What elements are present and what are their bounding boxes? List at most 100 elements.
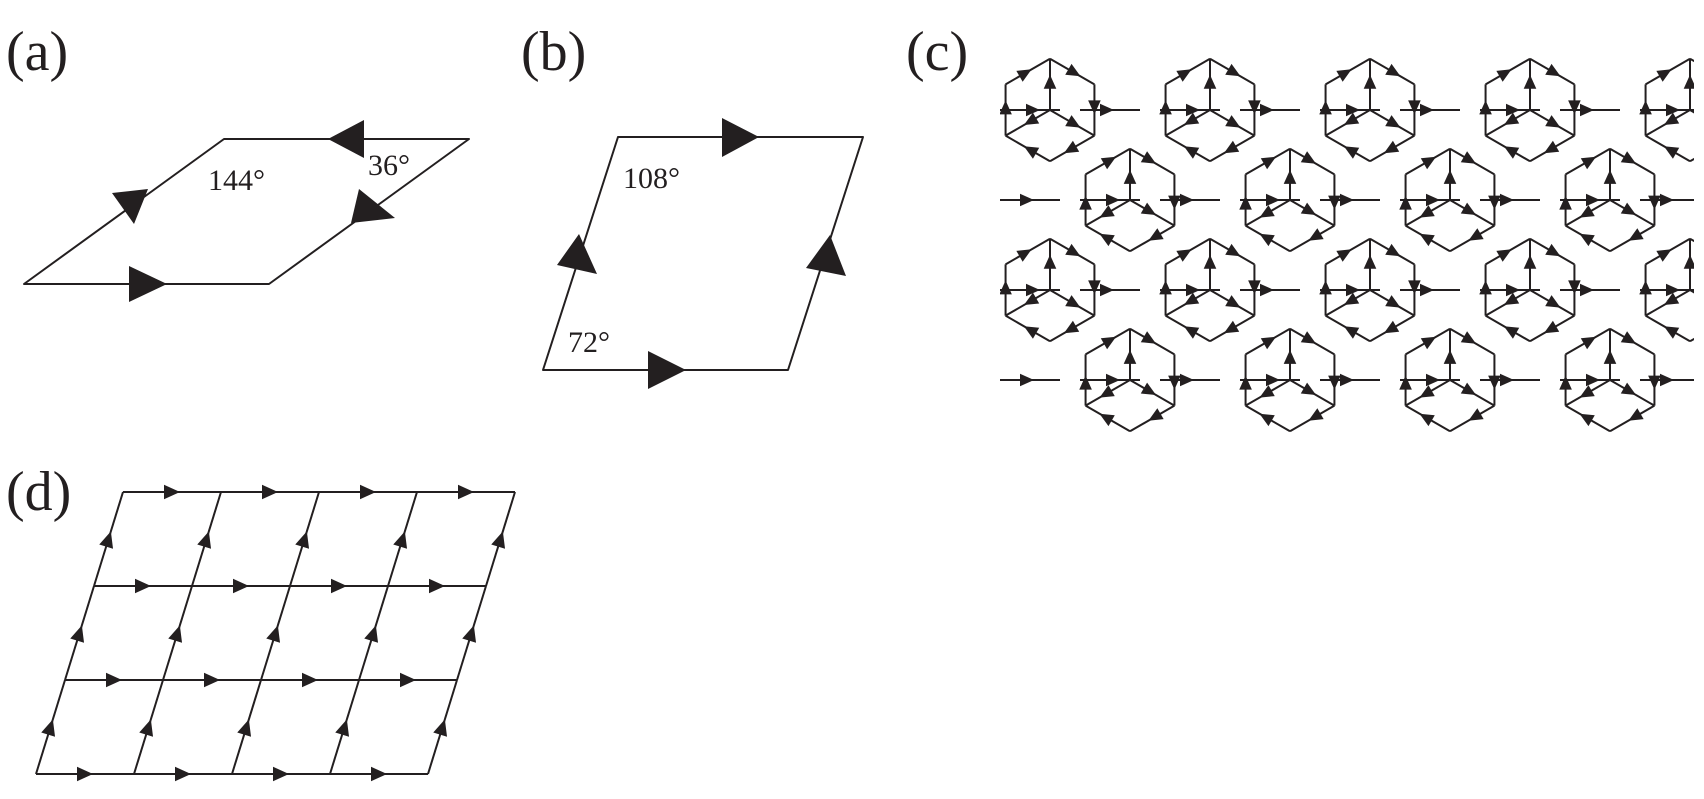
arrowhead <box>1496 249 1512 262</box>
arrowhead <box>1628 408 1644 421</box>
tiling-edge <box>1689 289 1694 294</box>
arrowhead <box>364 625 379 643</box>
arrowhead <box>1000 280 1012 295</box>
arrowhead <box>1663 292 1680 306</box>
arrowhead <box>1186 103 1200 117</box>
arrowhead <box>1308 408 1324 421</box>
arrowhead <box>1419 233 1435 247</box>
arrowhead <box>1503 146 1520 159</box>
arrowhead <box>1500 193 1514 207</box>
arrowhead <box>1088 100 1101 115</box>
arrowhead <box>1648 195 1661 210</box>
arrowhead <box>1660 373 1674 387</box>
arrowhead <box>99 531 114 549</box>
arrowhead <box>1239 195 1252 210</box>
arrowhead <box>1568 100 1581 115</box>
arrowhead <box>1385 115 1401 128</box>
arrowhead <box>302 672 318 688</box>
arrowhead <box>1343 326 1360 339</box>
rhombus-thin <box>542 136 864 371</box>
arrowhead <box>1383 320 1400 334</box>
arrowhead <box>1579 233 1595 247</box>
arrowhead <box>1479 280 1492 295</box>
arrowhead <box>1468 228 1484 241</box>
arrowhead <box>1580 103 1594 117</box>
arrowhead <box>1266 193 1280 207</box>
arrowhead <box>1248 280 1261 295</box>
arrowhead <box>429 578 445 594</box>
arrowhead <box>1580 283 1594 297</box>
arrowhead <box>1186 283 1200 297</box>
arrowhead <box>1426 193 1440 207</box>
arrowhead <box>1079 195 1092 210</box>
arrowhead <box>70 625 85 643</box>
arrowhead <box>1106 193 1120 207</box>
arrowhead <box>1343 146 1360 159</box>
arrowhead <box>77 766 93 782</box>
arrowhead <box>1399 375 1412 390</box>
arrowhead <box>1023 112 1040 126</box>
arrowhead <box>1420 283 1434 297</box>
arrowhead <box>1100 156 1117 170</box>
arrowhead <box>1328 375 1341 390</box>
arrowhead <box>1043 254 1057 269</box>
rhombus-tiling <box>1000 57 1694 433</box>
arrowhead <box>1656 249 1672 262</box>
arrowhead <box>1579 385 1595 398</box>
arrowhead <box>1140 382 1157 396</box>
arrowhead <box>1180 373 1194 387</box>
arrowhead <box>1385 63 1401 77</box>
arrowhead <box>1420 103 1434 117</box>
arrowhead <box>1023 326 1040 339</box>
arrowhead <box>1603 349 1617 364</box>
arrowhead <box>331 578 347 594</box>
arrowhead <box>1099 413 1115 427</box>
arrowhead <box>1283 169 1297 184</box>
arrowhead <box>1266 373 1280 387</box>
arrowhead <box>1620 382 1637 396</box>
arrowhead <box>1023 292 1040 306</box>
arrowhead <box>1460 382 1477 396</box>
arrowhead <box>1140 151 1157 164</box>
arrowhead <box>1123 169 1137 184</box>
arrowhead <box>233 578 249 594</box>
arrowhead <box>1385 243 1401 257</box>
arrowhead <box>1648 375 1661 390</box>
arrow-left-edge <box>112 189 148 224</box>
arrowhead <box>393 531 408 549</box>
arrowhead <box>1300 382 1317 396</box>
arrowhead <box>1065 295 1081 308</box>
arrowhead <box>1620 151 1637 164</box>
arrowhead <box>1065 115 1081 128</box>
arrowhead <box>1260 156 1277 170</box>
arrowhead <box>491 531 506 549</box>
arrowhead <box>1545 243 1561 257</box>
arrowhead <box>1300 331 1317 344</box>
arrowhead <box>1340 193 1354 207</box>
arrowhead <box>1079 375 1092 390</box>
arrowhead <box>1203 254 1217 269</box>
arrowhead <box>1628 228 1644 241</box>
arrowhead <box>1443 169 1457 184</box>
arrowhead <box>1099 205 1115 218</box>
arrowhead <box>462 625 477 643</box>
arrowhead <box>1419 205 1435 218</box>
arrowhead <box>1259 233 1275 247</box>
arrowhead <box>197 531 212 549</box>
arrowhead <box>1328 195 1341 210</box>
arrowhead <box>1063 320 1080 334</box>
arrow-right-edge <box>806 235 846 276</box>
arrowhead <box>1023 146 1040 159</box>
arrowhead <box>1399 195 1412 210</box>
arrowhead <box>1260 103 1274 117</box>
arrowhead <box>1336 249 1352 262</box>
arrowhead <box>1168 375 1181 390</box>
arrowhead <box>1580 336 1597 350</box>
arrow-bottom-edge <box>648 351 686 389</box>
arrowhead <box>1180 193 1194 207</box>
arrowhead <box>1260 283 1274 297</box>
arrowhead <box>262 484 278 500</box>
arrowhead <box>1506 283 1520 297</box>
arrowhead <box>266 625 281 643</box>
arrowhead <box>1346 103 1360 117</box>
